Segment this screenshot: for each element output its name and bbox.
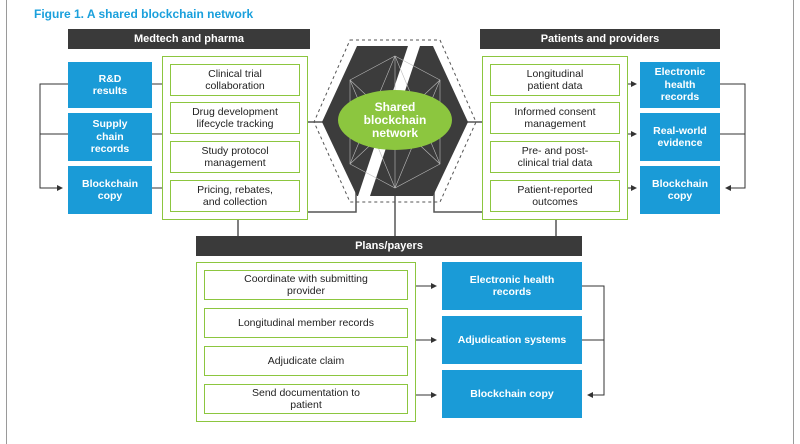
blockchain-hub-icon xyxy=(313,39,477,203)
hub-label: Shared blockchain network xyxy=(363,99,427,140)
patients-item: Longitudinal patient data xyxy=(490,64,620,96)
plans-item: Send documentation to patient xyxy=(204,384,408,414)
patients-header: Patients and providers xyxy=(480,29,720,49)
medtech-blue-box: Supply chain records xyxy=(68,113,152,161)
patients-item: Informed consent management xyxy=(490,102,620,134)
medtech-blue-box: R&D results xyxy=(68,62,152,108)
plans-blue-box: Electronic health records xyxy=(442,262,582,310)
plans-item: Coordinate with submitting provider xyxy=(204,270,408,300)
patients-blue-box: Blockchain copy xyxy=(640,166,720,214)
patients-item: Pre- and post- clinical trial data xyxy=(490,141,620,173)
figure-title: Figure 1. A shared blockchain network xyxy=(34,7,254,21)
left-edge-line xyxy=(6,0,7,444)
medtech-item: Pricing, rebates, and collection xyxy=(170,180,300,212)
medtech-header: Medtech and pharma xyxy=(68,29,310,49)
plans-item: Adjudicate claim xyxy=(204,346,408,376)
plans-item: Longitudinal member records xyxy=(204,308,408,338)
right-edge-line xyxy=(793,0,794,444)
patients-item: Patient-reported outcomes xyxy=(490,180,620,212)
plans-blue-box: Adjudication systems xyxy=(442,316,582,364)
medtech-item: Clinical trial collaboration xyxy=(170,64,300,96)
plans-blue-box: Blockchain copy xyxy=(442,370,582,418)
medtech-item: Study protocol management xyxy=(170,141,300,173)
plans-header: Plans/payers xyxy=(196,236,582,256)
patients-blue-box: Real-world evidence xyxy=(640,113,720,161)
medtech-item: Drug development lifecycle tracking xyxy=(170,102,300,134)
patients-blue-box: Electronic health records xyxy=(640,62,720,108)
medtech-blue-box: Blockchain copy xyxy=(68,166,152,214)
